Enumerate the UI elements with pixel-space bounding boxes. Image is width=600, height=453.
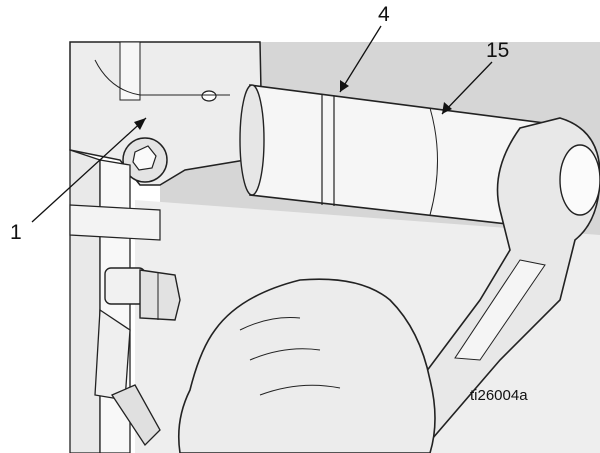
callout-4: 4 xyxy=(378,3,390,26)
hex-nut xyxy=(139,269,181,321)
wrench-jaw xyxy=(559,144,600,216)
housing-hole xyxy=(201,90,217,102)
wrench xyxy=(358,117,600,453)
leader-line-15 xyxy=(441,61,493,115)
leader-line-1 xyxy=(31,117,147,223)
valve-handle xyxy=(111,384,161,447)
leader-line-4 xyxy=(339,25,382,93)
leader-arrow-15 xyxy=(442,102,452,114)
rail xyxy=(69,204,161,241)
callout-15: 15 xyxy=(486,39,510,62)
callout-1: 1 xyxy=(10,221,22,244)
fitting-body xyxy=(104,267,146,305)
cylinder-end xyxy=(239,84,265,196)
leader-arrow-4 xyxy=(340,80,349,92)
hex-socket xyxy=(132,145,157,171)
support-column xyxy=(69,149,101,453)
figure-id: ti26004a xyxy=(470,387,528,404)
hand xyxy=(177,278,436,453)
leader-arrow-1 xyxy=(134,118,146,130)
